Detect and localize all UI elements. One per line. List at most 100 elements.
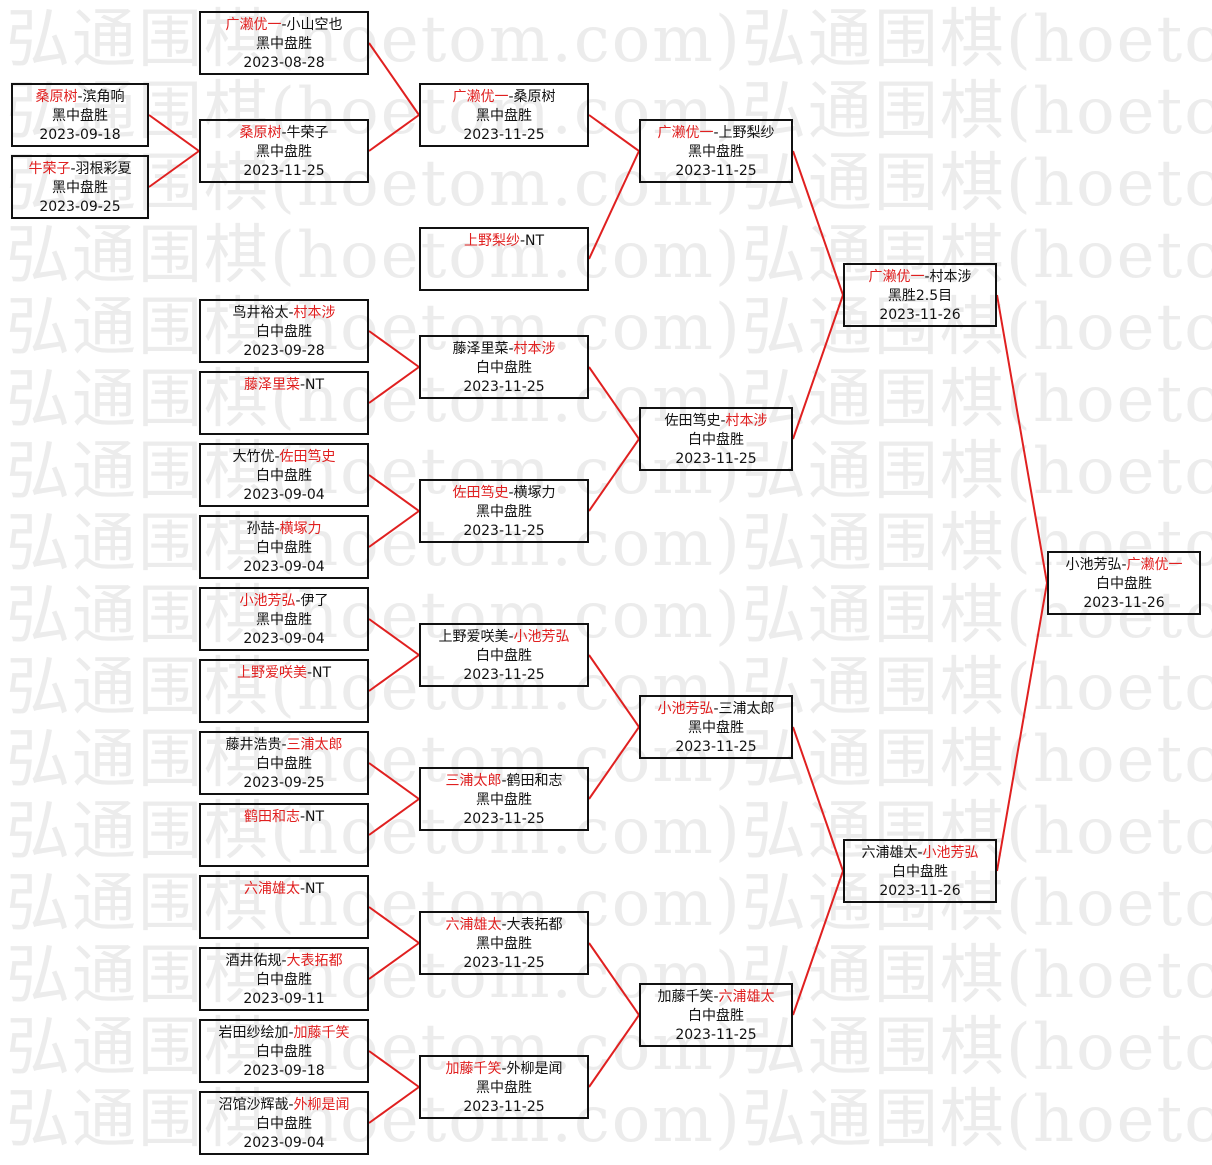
player-black: 小池芳弘 [657,701,714,717]
player-white: 羽根彩夏 [75,161,132,177]
player-separator: - [1121,557,1127,573]
match-players: 广濑优一-上野梨纱 [641,124,791,143]
player-separator: - [299,809,306,825]
bracket-connector [792,870,844,1016]
match-date: 2023-09-11 [243,991,325,1007]
bracket-connector [996,582,1048,872]
match-date: 2023-11-25 [243,163,325,179]
match-result: 黑中盘胜 [52,108,108,124]
player-white: 小池芳弘 [513,629,570,645]
match-players: 加藤千笑-六浦雄太 [641,988,791,1007]
player-separator: - [508,485,514,501]
match-players: 小池芳弘-广濑优一 [1049,556,1199,575]
bracket-connector [368,330,420,368]
match-players: 佐田笃史-横塚力 [421,484,587,503]
match-players: 六浦雄太-小池芳弘 [845,844,995,863]
player-white: 外柳是闻 [506,1061,563,1077]
player-separator: - [720,413,726,429]
player-white: 横塚力 [279,521,322,537]
bracket-connector [588,366,640,440]
player-black: 广濑优一 [225,17,282,33]
player-black: 六浦雄太 [861,845,918,861]
bracket-connector [368,1086,420,1124]
bracket-connector [368,114,420,152]
bracket-connector [368,474,420,512]
player-white: 加藤千笑 [293,1025,350,1041]
match-box-r2-3: 藤泽里菜-村本涉白中盘胜 2023-11-25 [419,335,589,399]
match-players: 桑原树-滨角响 [13,88,147,107]
player-black: 上野梨纱 [463,233,520,249]
bracket-connector [588,114,640,152]
match-date: 2023-11-25 [675,163,757,179]
match-result: 白中盘胜 [476,360,532,376]
match-result: 黑中盘胜 [688,720,744,736]
match-players: 广濑优一-村本涉 [845,268,995,287]
match-players: 鹤田和志-NT [201,808,367,827]
match-players: 广濑优一-桑原树 [421,88,587,107]
match-box-r3-3: 小池芳弘-三浦太郎黑中盘胜 2023-11-25 [639,695,793,759]
match-result: 白中盘胜 [256,1116,312,1132]
player-white: 佐田笃史 [279,449,336,465]
player-white: 伊了 [300,593,329,609]
match-result: 白中盘胜 [1096,576,1152,592]
player-white: NT [305,881,325,897]
match-date: 2023-11-25 [463,127,545,143]
player-separator: - [713,125,719,141]
player-separator: - [295,593,301,609]
match-players: 六浦雄太-大表拓都 [421,916,587,935]
player-black: 六浦雄太 [445,917,502,933]
player-separator: - [77,89,83,105]
match-players: 小池芳弘-伊了 [201,592,367,611]
player-separator: - [281,953,287,969]
player-black: 藤井浩贵 [225,737,282,753]
bracket-connector [148,150,200,188]
player-black: 佐田笃史 [452,485,509,501]
player-black: 小池芳弘 [239,593,296,609]
player-black: 沼馆沙辉哉 [218,1097,289,1113]
match-date: 2023-11-25 [463,379,545,395]
match-result: 黑中盘胜 [476,504,532,520]
bracket-connector [368,42,420,116]
match-players: 藤泽里菜-村本涉 [421,340,587,359]
player-white: 横塚力 [513,485,556,501]
match-players: 桑原树-牛荣子 [201,124,367,143]
match-result: 白中盘胜 [892,864,948,880]
match-result: 黑中盘胜 [256,612,312,628]
player-separator: - [508,341,514,357]
match-date: 2023-09-04 [243,487,325,503]
player-separator: - [713,989,719,1005]
match-result: 黑中盘胜 [688,144,744,160]
bracket-connector [792,726,844,872]
player-separator: - [288,1097,294,1113]
player-black: 加藤千笑 [657,989,714,1005]
bracket-connector [792,150,844,296]
match-result: 白中盘胜 [256,540,312,556]
match-date: 2023-11-25 [675,739,757,755]
player-black: 上野爱咲美 [236,665,307,681]
player-black: 广濑优一 [868,269,925,285]
match-box-r1-4: 藤泽里菜-NT [199,371,369,435]
bracket-connector [148,114,200,152]
match-players: 佐田笃史-村本涉 [641,412,791,431]
match-date: 2023-11-25 [675,451,757,467]
player-separator: - [281,125,287,141]
match-result: 黑中盘胜 [476,1080,532,1096]
player-white: NT [305,809,325,825]
match-date: 2023-11-25 [463,667,545,683]
match-result: 白中盘胜 [256,1044,312,1060]
match-players: 小池芳弘-三浦太郎 [641,700,791,719]
match-result: 白中盘胜 [688,1008,744,1024]
player-white: 三浦太郎 [718,701,775,717]
player-black: 鸟井裕太 [232,305,289,321]
player-black: 广濑优一 [452,89,509,105]
player-white: 小池芳弘 [922,845,979,861]
